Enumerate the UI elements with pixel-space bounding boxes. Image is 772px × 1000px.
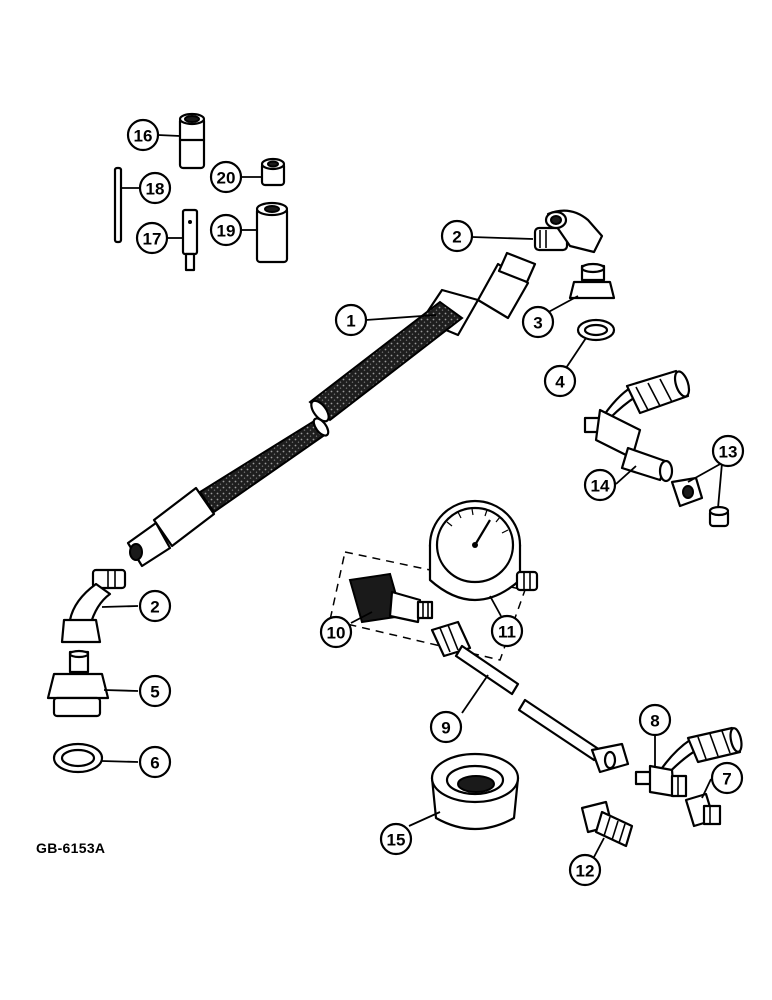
part-6-seal-ring	[52, 742, 104, 774]
callout-1: 1	[334, 303, 368, 337]
callout-17-label: 17	[143, 230, 162, 249]
callout-20: 20	[209, 160, 243, 194]
part-15-cup	[430, 752, 520, 831]
part-5-fitting	[46, 649, 110, 718]
part-10-coupler	[348, 572, 434, 624]
callout-12-label: 12	[576, 862, 595, 881]
callout-19: 19	[209, 213, 243, 247]
callout-7-label: 7	[722, 770, 731, 789]
callout-18: 18	[138, 171, 172, 205]
callout-2-lower: 2	[138, 589, 172, 623]
part-7-cap	[684, 792, 722, 828]
callout-6: 6	[138, 745, 172, 779]
callout-11-label: 11	[498, 623, 516, 642]
callout-3-label: 3	[533, 314, 542, 333]
part-2-elbow-lower	[60, 568, 127, 644]
callout-4-label: 4	[555, 373, 565, 392]
part-14-quick-coupler	[583, 369, 691, 483]
callout-4: 4	[543, 364, 577, 398]
part-3-adapter	[568, 262, 616, 300]
callout-1-label: 1	[346, 312, 355, 331]
callout-10-label: 10	[327, 624, 346, 643]
part-20-bushing	[260, 157, 286, 187]
callout-17: 17	[135, 221, 169, 255]
figure-reference: GB-6153A	[36, 840, 106, 856]
part-12-banjo-bolt	[580, 800, 634, 848]
part-9-gauge-hose	[430, 620, 630, 774]
callout-14: 14	[583, 468, 617, 502]
callout-2-lower-label: 2	[150, 598, 159, 617]
callout-8-label: 8	[650, 712, 659, 731]
callout-20-label: 20	[217, 169, 236, 188]
callout-16-label: 16	[134, 127, 153, 146]
callout-13-label: 13	[719, 443, 738, 462]
callout-18-label: 18	[146, 180, 165, 199]
part-11-pressure-gauge	[428, 499, 539, 601]
callout-10: 10	[319, 615, 353, 649]
callout-2-upper-label: 2	[452, 228, 461, 247]
callout-16: 16	[126, 118, 160, 152]
callout-9: 9	[429, 710, 463, 744]
callout-7: 7	[710, 761, 744, 795]
part-17-adapter	[181, 208, 199, 272]
part-4-seal-ring	[576, 318, 616, 342]
callout-2-upper: 2	[440, 219, 474, 253]
callout-11: 11	[490, 614, 524, 648]
callout-15-label: 15	[387, 831, 406, 850]
part-18-pin	[113, 166, 123, 244]
callout-5-label: 5	[150, 683, 159, 702]
callout-6-label: 6	[150, 754, 159, 773]
part-1-hose	[126, 251, 537, 568]
part-19-coupler	[255, 201, 289, 264]
callout-8: 8	[638, 703, 672, 737]
callout-15: 15	[379, 822, 413, 856]
callout-12: 12	[568, 853, 602, 887]
callout-5: 5	[138, 674, 172, 708]
callout-14-label: 14	[591, 477, 610, 496]
callout-3: 3	[521, 305, 555, 339]
callout-19-label: 19	[217, 222, 236, 241]
callout-9-label: 9	[441, 719, 450, 738]
callout-13: 13	[711, 434, 745, 468]
leader-lines	[101, 134, 723, 858]
part-8-quick-coupler	[634, 726, 743, 798]
part-2-elbow-upper	[533, 209, 604, 254]
part-16-sleeve	[178, 112, 206, 170]
gauge-group-outline	[329, 551, 526, 661]
part-13-nut-sleeve	[670, 476, 730, 528]
